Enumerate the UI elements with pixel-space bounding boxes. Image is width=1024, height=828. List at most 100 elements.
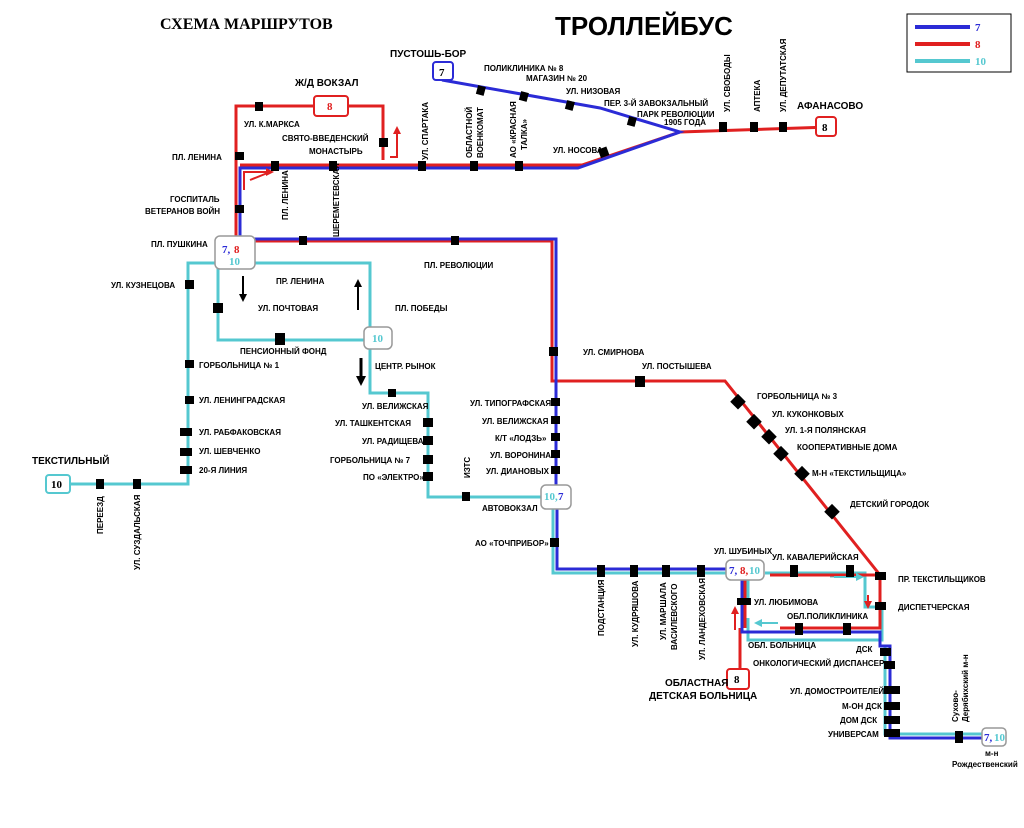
- hub-pl-pobedy: 10: [363, 326, 393, 350]
- legend: 7 8 10: [906, 13, 1012, 73]
- stop-gorb3: ГОРБОЛЬНИЦА № 3: [757, 392, 838, 401]
- stop-magazin20: МАГАЗИН № 20: [526, 74, 588, 83]
- hub-avtovokzal: 10, 7: [540, 484, 572, 510]
- stop-pereezd: ПЕРЕЕЗД: [96, 496, 105, 534]
- stop-kukonk: УЛ. КУКОНКОВЫХ: [772, 410, 844, 419]
- svg-text:8: 8: [822, 122, 828, 134]
- stop-deputat: УЛ. ДЕПУТАТСКАЯ: [779, 38, 788, 112]
- stop-vasil-1: УЛ. МАРШАЛА: [659, 582, 668, 640]
- stop-zavokz: ПЕР. 3-Й ЗАВОКЗАЛЬНЫЙ: [604, 99, 708, 108]
- stop-labels-vertical: ПЛ. ЛЕНИНА ШЕРЕМЕТЕВСКАЯ УЛ. СПАРТАКА ОБ…: [96, 38, 788, 660]
- stop-svyato-2: МОНАСТЫРЬ: [309, 147, 363, 156]
- stop-centr-rynok: ЦЕНТР. РЫНОК: [375, 362, 436, 371]
- stop-pr-tekst: ПР. ТЕКСТИЛЬЩИКОВ: [898, 575, 986, 584]
- stop-universam: УНИВЕРСАМ: [828, 730, 879, 739]
- terminal-oblastnaya-line1: ОБЛАСТНАЯ: [665, 678, 728, 689]
- svg-text:10: 10: [51, 479, 63, 491]
- terminal-badge-8-vokzal: 8: [313, 95, 349, 117]
- stop-dom-dsk: ДОМ ДСК: [840, 716, 877, 725]
- stop-markers: [96, 85, 963, 743]
- svg-text:7,: 7,: [222, 244, 231, 256]
- stop-voenkomat-2: ВОЕНКОМАТ: [476, 107, 485, 158]
- stop-dianovyh: УЛ. ДИАНОВЫХ: [486, 467, 550, 476]
- svg-text:8: 8: [234, 244, 240, 256]
- stop-obl-polikl: ОБЛ.ПОЛИКЛИНИКА: [787, 612, 868, 621]
- terminal-oblastnaya-line2: ДЕТСКАЯ БОЛЬНИЦА: [649, 691, 757, 702]
- terminal-badge-8-afanasovo: 8: [815, 116, 837, 137]
- stop-pl-pobedy: ПЛ. ПОБЕДЫ: [395, 304, 448, 313]
- terminal-tekstilny: ТЕКСТИЛЬНЫЙ: [32, 454, 109, 467]
- stop-kudryash: УЛ. КУДРЯШОВА: [631, 580, 640, 647]
- stop-nizovaya: УЛ. НИЗОВАЯ: [566, 87, 621, 96]
- svg-text:10: 10: [229, 256, 241, 268]
- svg-text:7,: 7,: [729, 565, 738, 577]
- stop-poliklinika8: ПОЛИКЛИНИКА № 8: [484, 64, 564, 73]
- terminal-zhd-vokzal: Ж/Д ВОКЗАЛ: [294, 78, 359, 89]
- terminal-afanasovo: АФАНАСОВО: [797, 101, 863, 112]
- stop-tekstilsh: М-Н «ТЕКСТИЛЬЩИЦА»: [812, 469, 907, 478]
- stop-avtovokzal: АВТОВОКЗАЛ: [482, 504, 538, 513]
- main-title: ТРОЛЛЕЙБУС: [555, 11, 733, 41]
- stop-spartaka: УЛ. СПАРТАКА: [421, 102, 430, 160]
- stop-radisheva: УЛ. РАДИЩЕВА: [362, 437, 424, 446]
- stop-tochpribor: АО «ТОЧПРИБОР»: [475, 539, 549, 548]
- stop-svyato-1: СВЯТО-ВВЕДЕНСКИЙ: [282, 134, 369, 143]
- stop-tashkent: УЛ. ТАШКЕНТСКАЯ: [335, 419, 411, 428]
- hub-pl-pushkina: 7, 8 10: [214, 235, 256, 270]
- stop-velizh1: УЛ. ВЕЛИЖСКАЯ: [362, 402, 429, 411]
- stop-liniya20: 20-Я ЛИНИЯ: [199, 466, 247, 475]
- stop-det-gorod: ДЕТСКИЙ ГОРОДОК: [850, 500, 929, 509]
- stop-domostr: УЛ. ДОМОСТРОИТЕЛЕЙ: [790, 687, 884, 696]
- legend-route-7: 7: [975, 22, 981, 34]
- svg-text:10: 10: [749, 565, 761, 577]
- terminal-badge-10-tekstilny: 10: [45, 474, 71, 494]
- svg-text:10: 10: [372, 333, 384, 345]
- stop-shevchenko: УЛ. ШЕВЧЕНКО: [199, 447, 260, 456]
- stop-pl-lenina-vertical: ПЛ. ЛЕНИНА: [281, 170, 290, 220]
- stop-velizh2: УЛ. ВЕЛИЖСКАЯ: [482, 417, 549, 426]
- svg-text:7: 7: [439, 67, 445, 79]
- stop-sheremet: ШЕРЕМЕТЕВСКАЯ: [332, 163, 341, 237]
- stop-kr-talka-1: АО «КРАСНАЯ: [509, 101, 518, 158]
- stop-gospital-1: ГОСПИТАЛЬ: [170, 195, 220, 204]
- stop-kuznetsova: УЛ. КУЗНЕЦОВА: [111, 281, 175, 290]
- terminal-rozhd-line4: Рождественский: [952, 760, 1018, 769]
- stop-pr-lenina: ПР. ЛЕНИНА: [276, 277, 325, 286]
- terminal-pustosh-bor: ПУСТОШЬ-БОР: [390, 49, 467, 60]
- terminal-badge-7-pustosh: 7: [432, 61, 454, 81]
- stop-dsk: ДСК: [856, 645, 872, 654]
- stop-kmarksa: УЛ. К.МАРКСА: [244, 120, 300, 129]
- stop-koop-doma: КООПЕРАТИВНЫЕ ДОМА: [797, 443, 898, 452]
- stop-leningr: УЛ. ЛЕНИНГРАДСКАЯ: [199, 396, 285, 405]
- hub-shubinyh: 7, 8, 10: [725, 559, 765, 581]
- stop-suzdal: УЛ. СУЗДАЛЬСКАЯ: [133, 494, 142, 570]
- legend-route-8: 8: [975, 39, 981, 51]
- stop-onko: ОНКОЛОГИЧЕСКИЙ ДИСПАНСЕР: [753, 659, 885, 668]
- stop-dispetch: ДИСПЕТЧЕРСКАЯ: [898, 603, 970, 612]
- terminal-rozhd-line1: Сухово-: [951, 690, 960, 722]
- stop-pl-pushkina: ПЛ. ПУШКИНА: [151, 240, 208, 249]
- hub-rozhdestvensky: 7, 10: [981, 727, 1007, 747]
- scheme-title: СХЕМА МАРШРУТОВ: [160, 16, 333, 33]
- terminal-rozhd-line3: м-н: [985, 749, 999, 758]
- stop-landekh: УЛ. ЛАНДЕХОВСКАЯ: [698, 578, 707, 660]
- svg-text:7: 7: [558, 491, 564, 503]
- stop-kavaler: УЛ. КАВАЛЕРИЙСКАЯ: [772, 553, 859, 562]
- stop-rabfak: УЛ. РАБФАКОВСКАЯ: [199, 428, 281, 437]
- svg-text:7,: 7,: [984, 732, 993, 744]
- stop-apteka: АПТЕКА: [753, 79, 762, 112]
- stop-voronina: УЛ. ВОРОНИНА: [490, 451, 551, 460]
- terminal-badge-8-oblastnaya: 8: [726, 668, 750, 690]
- stop-polyansk: УЛ. 1-Я ПОЛЯНСКАЯ: [785, 426, 866, 435]
- stop-pl-lenina: ПЛ. ЛЕНИНА: [172, 153, 222, 162]
- stop-svobody: УЛ. СВОБОДЫ: [723, 54, 732, 112]
- stop-park-2: 1905 ГОДА: [664, 118, 706, 127]
- stop-pl-revol: ПЛ. РЕВОЛЮЦИИ: [424, 261, 494, 270]
- svg-text:8: 8: [327, 101, 333, 113]
- stop-izts: ИЗТС: [463, 457, 472, 478]
- terminal-rozhd-line2: Дерябихский м-н: [961, 654, 970, 722]
- stop-voenkomat-1: ОБЛАСТНОЙ: [465, 107, 474, 158]
- stop-lodz: К/Т «ЛОДЗЬ»: [495, 434, 547, 443]
- stop-podstan: ПОДСТАНЦИЯ: [597, 579, 606, 636]
- stop-postysheva: УЛ. ПОСТЫШЕВА: [642, 362, 712, 371]
